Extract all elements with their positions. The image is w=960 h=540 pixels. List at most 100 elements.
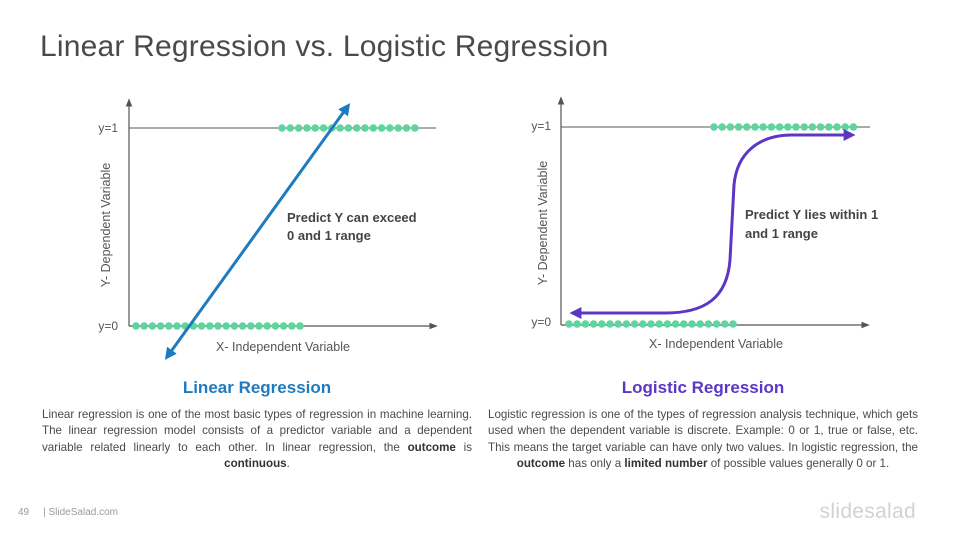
data-point xyxy=(743,123,751,131)
data-point xyxy=(630,320,639,328)
logistic-desc-end: of possible values generally 0 or 1. xyxy=(707,457,890,471)
data-point xyxy=(279,322,288,330)
linear-chart: y=1 y=0 Y- Dependent Variable X- Indepen… xyxy=(98,98,438,360)
linear-desc-outcome: outcome xyxy=(407,440,456,454)
data-point xyxy=(800,123,808,131)
page-number: 49 xyxy=(18,507,30,518)
data-point xyxy=(729,320,737,328)
data-point xyxy=(825,123,833,131)
data-point xyxy=(647,320,655,328)
linear-x-axis-label: X- Independent Variable xyxy=(216,340,350,354)
data-point xyxy=(140,322,148,330)
data-point xyxy=(238,322,247,330)
data-point xyxy=(565,320,573,328)
data-point xyxy=(394,124,403,132)
data-point xyxy=(214,322,222,330)
data-point xyxy=(263,322,272,330)
data-point xyxy=(173,322,181,330)
linear-desc-text: Linear regression is one of the most bas… xyxy=(42,408,472,454)
data-point xyxy=(411,124,419,132)
logistic-note-line2: and 1 range xyxy=(745,226,818,241)
data-point xyxy=(589,320,598,328)
logistic-note-line1: Predict Y lies within 1 xyxy=(745,207,878,222)
data-point xyxy=(311,124,320,132)
footer: 49 | SlideSalad.com xyxy=(18,507,122,518)
data-point xyxy=(833,123,841,131)
logistic-points-y0 xyxy=(565,320,737,328)
logistic-sigmoid-curve xyxy=(569,129,856,319)
data-point xyxy=(759,123,767,131)
logistic-desc-has: has only a xyxy=(565,457,625,471)
data-point xyxy=(286,124,295,132)
linear-desc-end: . xyxy=(286,457,290,471)
logistic-chart: y=1 y=0 Y- Dependent Variable X- Indepen… xyxy=(531,96,878,351)
logistic-points-y1 xyxy=(710,123,858,131)
slide-title: Linear Regression vs. Logistic Regressio… xyxy=(40,30,609,63)
data-point xyxy=(696,320,704,328)
data-point xyxy=(361,124,369,132)
logistic-description: Logistic regression is one of the types … xyxy=(488,407,918,473)
logistic-desc-limited: limited number xyxy=(624,457,708,471)
footer-site: | SlideSalad.com xyxy=(43,507,118,518)
data-point xyxy=(712,320,721,328)
data-point xyxy=(148,322,157,330)
data-point xyxy=(751,123,759,131)
data-point xyxy=(222,322,230,330)
data-point xyxy=(606,320,614,328)
linear-note-line2: 0 and 1 range xyxy=(287,228,371,243)
data-point xyxy=(734,123,743,131)
data-point xyxy=(614,320,622,328)
data-point xyxy=(319,124,328,132)
data-point xyxy=(663,320,672,328)
data-point xyxy=(792,123,800,131)
data-point xyxy=(655,320,663,328)
linear-points-y0 xyxy=(132,322,304,330)
logistic-desc-text: Logistic regression is one of the types … xyxy=(488,408,918,454)
data-point xyxy=(726,123,735,131)
data-point xyxy=(294,124,303,132)
data-point xyxy=(165,322,173,330)
data-point xyxy=(710,123,718,131)
logistic-y0-label: y=0 xyxy=(531,315,551,329)
data-point xyxy=(688,320,696,328)
data-point xyxy=(386,124,394,132)
data-point xyxy=(598,320,606,328)
data-point xyxy=(156,322,165,330)
data-point xyxy=(303,124,311,132)
data-point xyxy=(278,124,286,132)
data-point xyxy=(721,320,729,328)
data-point xyxy=(718,123,726,131)
data-point xyxy=(197,322,206,330)
data-point xyxy=(377,124,386,132)
data-point xyxy=(402,124,411,132)
data-point xyxy=(271,322,280,330)
data-point xyxy=(622,320,631,328)
data-point xyxy=(369,124,378,132)
data-point xyxy=(206,322,214,330)
data-point xyxy=(288,322,296,330)
data-point xyxy=(680,320,688,328)
data-point xyxy=(352,124,361,132)
logistic-y-axis-label: Y- Dependent Variable xyxy=(536,161,550,285)
data-point xyxy=(816,123,825,131)
linear-description: Linear regression is one of the most bas… xyxy=(42,407,472,473)
data-point xyxy=(671,320,680,328)
linear-regression-line xyxy=(164,103,351,360)
data-point xyxy=(296,322,304,330)
data-point xyxy=(808,123,817,131)
linear-desc-is: is xyxy=(455,440,472,454)
data-point xyxy=(132,322,140,330)
brand-logo: slidesalad xyxy=(819,500,916,523)
data-point xyxy=(255,322,263,330)
logistic-x-axis-label: X- Independent Variable xyxy=(649,337,783,351)
data-point xyxy=(767,123,776,131)
data-point xyxy=(639,320,647,328)
data-point xyxy=(344,124,353,132)
linear-desc-continuous: continuous xyxy=(224,457,287,471)
logistic-desc-outcome: outcome xyxy=(516,457,566,471)
linear-y-axis-label: Y- Dependent Variable xyxy=(99,163,113,287)
data-point xyxy=(849,123,858,131)
data-point xyxy=(841,123,849,131)
linear-y0-label: y=0 xyxy=(98,319,118,333)
